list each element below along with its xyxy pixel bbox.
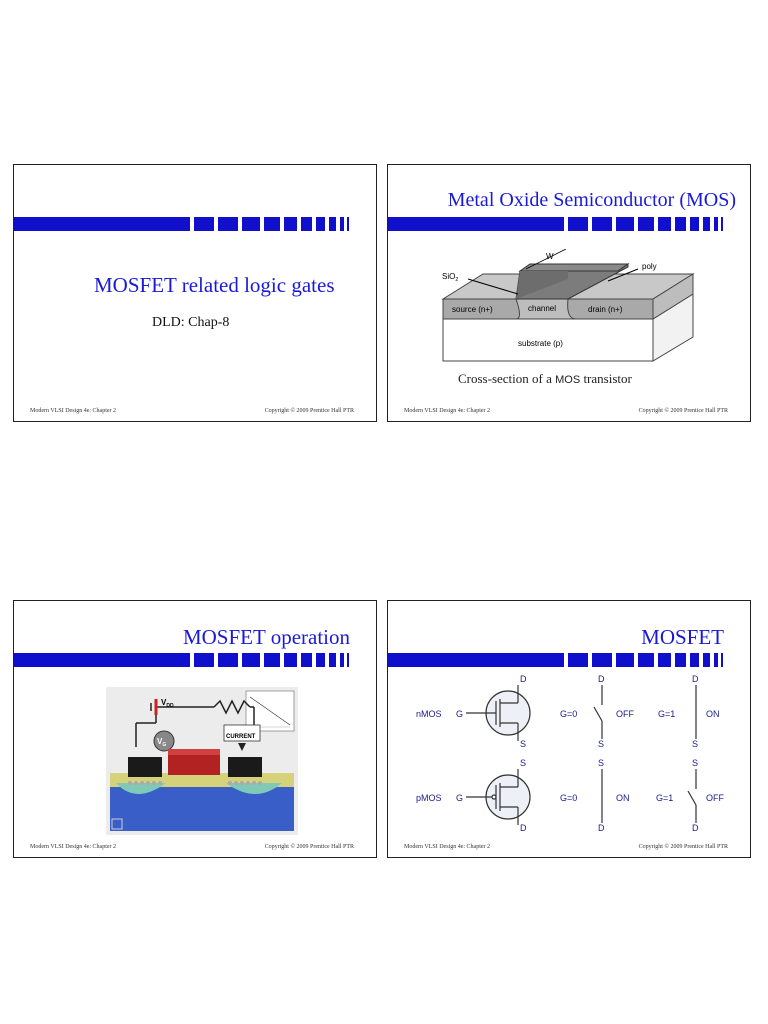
vdd-label: VDD [161,698,174,709]
nmos-s-label: S [520,739,526,749]
pmos-case1-d: D [692,823,699,833]
slide-3: MOSFET operation VDD VG CURRENT [13,600,377,858]
pmos-case1-s: S [692,758,698,768]
slide-subtitle: DLD: Chap-8 [152,315,230,330]
footer-right: Copyright © 2009 Prentice Hall PTR [264,408,354,414]
footer-right: Copyright © 2009 Prentice Hall PTR [638,408,728,414]
nmos-transistor-icon [466,685,531,741]
slide-4: MOSFET nMOS G D S D G=0 OFF S D G=1 ON [387,600,751,858]
footer-left: Modern VLSI Design 4e: Chapter 2 [404,844,491,850]
slide-title: MOSFET operation [182,625,350,649]
pmos-transistor-icon [466,769,531,825]
footer-left: Modern VLSI Design 4e: Chapter 2 [30,844,117,850]
slide-heading: MOSFET related logic gates [94,273,335,297]
label-sio2: SiO2 [442,272,458,283]
mos-cross-section-diagram: W L poly SiO2 source (n+) channel drain … [441,249,695,362]
pmos-case0-s: S [598,758,604,768]
footer-right: Copyright © 2009 Prentice Hall PTR [638,844,728,850]
title-bar-decoration [14,217,349,231]
pmos-d-label: D [520,823,527,833]
nmos-case1-s: S [692,739,698,749]
label-channel: channel [528,304,556,313]
pmos-case1-state: OFF [706,793,724,803]
title-bar-decoration [388,653,723,667]
slide-2: Metal Oxide Semiconductor (MOS) [387,164,751,422]
title-bar-decoration [14,653,349,667]
nmos-case0-s: S [598,739,604,749]
nmos-case0-state: OFF [616,709,634,719]
mosfet-switch-diagram: nMOS G D S D G=0 OFF S D G=1 ON S pMOS G… [416,674,724,833]
footer-right: Copyright © 2009 Prentice Hall PTR [264,844,354,850]
pmos-case0-label: G=0 [560,793,577,803]
pmos-s-label: S [520,758,526,768]
nmos-case1-d: D [692,674,699,684]
pmos-g-label: G [456,793,463,803]
diagram-caption: Cross-section of a MOS transistor [458,371,632,386]
label-drain: drain (n+) [588,305,623,314]
pmos-label: pMOS [416,793,442,803]
nmos-d-label: D [520,674,527,684]
nmos-case0-d: D [598,674,605,684]
mosfet-operation-illustration: VDD VG CURRENT [106,687,298,835]
slide-title: Metal Oxide Semiconductor (MOS) [447,189,736,211]
nmos-case1-label: G=1 [658,709,675,719]
footer-left: Modern VLSI Design 4e: Chapter 2 [404,408,491,414]
label-substrate: substrate (p) [518,339,563,348]
slide-1: MOSFET related logic gates DLD: Chap-8 M… [13,164,377,422]
pmos-case1-label: G=1 [656,793,673,803]
label-source: source (n+) [452,305,493,314]
nmos-case0-label: G=0 [560,709,577,719]
current-label: CURRENT [226,734,256,740]
nmos-case1-state: ON [706,709,720,719]
vg-label: VG [157,737,166,748]
pmos-case0-d: D [598,823,605,833]
slide-title: MOSFET [641,625,724,649]
label-w: W [546,252,554,261]
footer-left: Modern VLSI Design 4e: Chapter 2 [30,408,117,414]
nmos-label: nMOS [416,709,442,719]
nmos-g-label: G [456,709,463,719]
label-poly: poly [642,262,657,271]
title-bar-decoration [388,217,723,231]
pmos-case0-state: ON [616,793,630,803]
